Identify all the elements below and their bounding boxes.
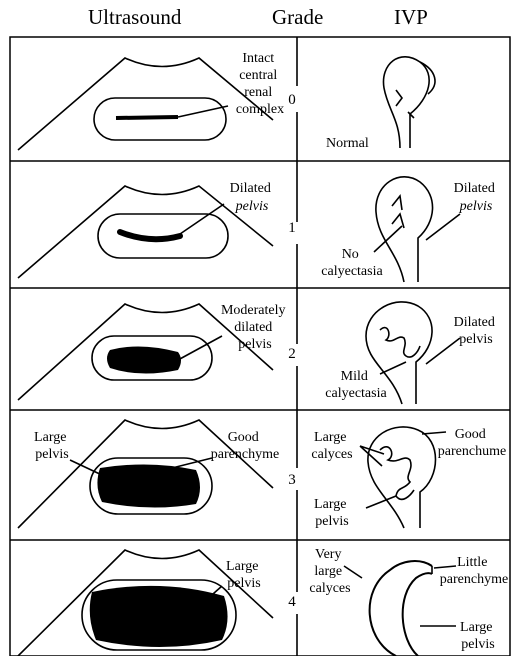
label-us-3-left: Large pelvis	[34, 430, 70, 462]
label-us-4: Large pelvis	[226, 559, 262, 591]
header-ivp: IVP	[394, 5, 428, 29]
label-ivp-3-bottom: Large pelvis	[314, 497, 350, 529]
ivp-grade-2: Mild calyectasia Dilated pelvis	[325, 302, 498, 404]
large-pelvis	[90, 586, 228, 647]
ultrasound-grade-1: Dilated pelvis	[18, 181, 274, 278]
label-ivp-3-top: Large calyces	[311, 430, 352, 462]
ivp-grade-0: Normal	[326, 57, 435, 151]
pointer-line	[434, 566, 456, 568]
label-us-2: Moderately dilated pelvis	[221, 303, 289, 352]
kidney-outline	[376, 177, 433, 282]
label-us-1: Dilated pelvis	[230, 181, 275, 214]
kidney-outline	[383, 57, 429, 148]
ivp-grade-3: Large calyces Large pelvis Good parenchu…	[311, 427, 506, 529]
pointer-line	[178, 106, 228, 117]
label-ivp-0: Normal	[326, 136, 369, 151]
label-ivp-2-left: Mild calyectasia	[325, 369, 387, 401]
pointer-line	[178, 336, 222, 360]
calyces	[380, 328, 420, 358]
label-ivp-1-right: Dilated pelvis	[454, 181, 499, 214]
ultrasound-grade-2: Moderately dilated pelvis	[18, 303, 289, 400]
ultrasound-grade-0: Intact central renal complex	[18, 51, 284, 150]
calyces	[392, 196, 404, 228]
pointer-line	[344, 566, 362, 578]
row-grade-1: Dilated pelvis 1 No calyectasia Dilated …	[18, 177, 498, 282]
label-ivp-3-right: Good parenchume	[438, 427, 506, 459]
pointer-line	[70, 460, 104, 476]
label-ivp-2-right: Dilated pelvis	[454, 315, 499, 347]
ultrasound-grade-4: Large pelvis	[18, 550, 273, 656]
grade-0: 0	[288, 92, 296, 108]
dilated-pelvis-echo	[120, 232, 180, 239]
label-us-3-right: Good parenchyme	[211, 430, 279, 462]
calyces	[380, 447, 414, 500]
pointer-line	[422, 432, 446, 434]
ivp-grade-4: Very large calyces Little parenchyme Lar…	[309, 547, 508, 656]
grade-2: 2	[288, 346, 296, 362]
kidney-outline	[368, 427, 436, 528]
ultrasound-probe-outline	[18, 58, 273, 150]
grade-1: 1	[288, 220, 296, 236]
grade-3: 3	[288, 472, 296, 488]
label-ivp-4-right-bottom: Large pelvis	[460, 620, 496, 652]
row-grade-3: Large pelvis Good parenchyme 3 Large cal…	[18, 420, 506, 529]
ultrasound-grade-3: Large pelvis Good parenchyme	[18, 420, 279, 528]
pointer-line	[374, 226, 402, 252]
header-grade: Grade	[272, 5, 323, 29]
row-grade-0: Intact central renal complex 0 Normal	[18, 51, 435, 151]
large-pelvis	[97, 464, 200, 507]
ivp-grade-1: No calyectasia Dilated pelvis	[321, 177, 498, 282]
label-ivp-4-right-top: Little parenchyme	[440, 555, 508, 587]
central-echo-complex	[116, 117, 178, 118]
kidney-inner-outline	[403, 573, 432, 656]
row-grade-2: Moderately dilated pelvis 2 Mild calyect…	[18, 302, 498, 404]
label-ivp-4-top: Very large calyces	[309, 547, 350, 596]
header-ultrasound: Ultrasound	[88, 5, 182, 29]
row-grade-4: Large pelvis 4 Very large calyces Little…	[18, 547, 508, 656]
label-us-0: Intact central renal complex	[236, 51, 284, 117]
pointer-line	[380, 362, 406, 374]
pointer-line	[180, 204, 224, 234]
grade-4: 4	[288, 594, 296, 610]
moderately-dilated-pelvis	[107, 346, 181, 373]
